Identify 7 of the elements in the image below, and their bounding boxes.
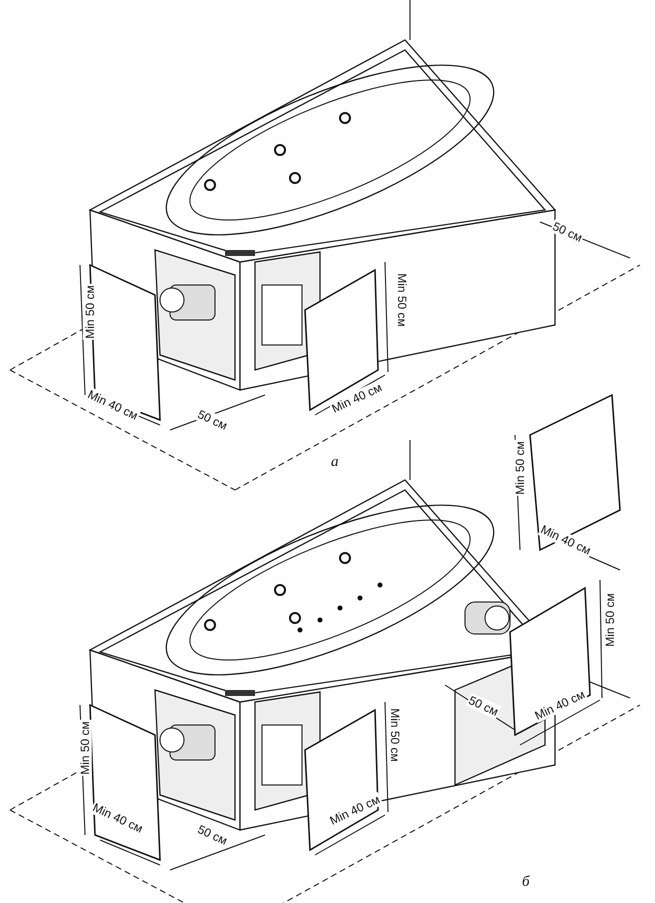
dimension-label: Min 50 см bbox=[82, 284, 97, 340]
dimension-label: Min 50 см bbox=[602, 592, 617, 648]
dimension-label: Min 50 см bbox=[394, 272, 409, 328]
figure-label: б bbox=[521, 875, 531, 889]
dimension-label: Min 50 см bbox=[78, 720, 92, 776]
dimension-label: Min 50 см bbox=[512, 440, 527, 496]
dimension-label: Min 50 см bbox=[388, 707, 402, 763]
